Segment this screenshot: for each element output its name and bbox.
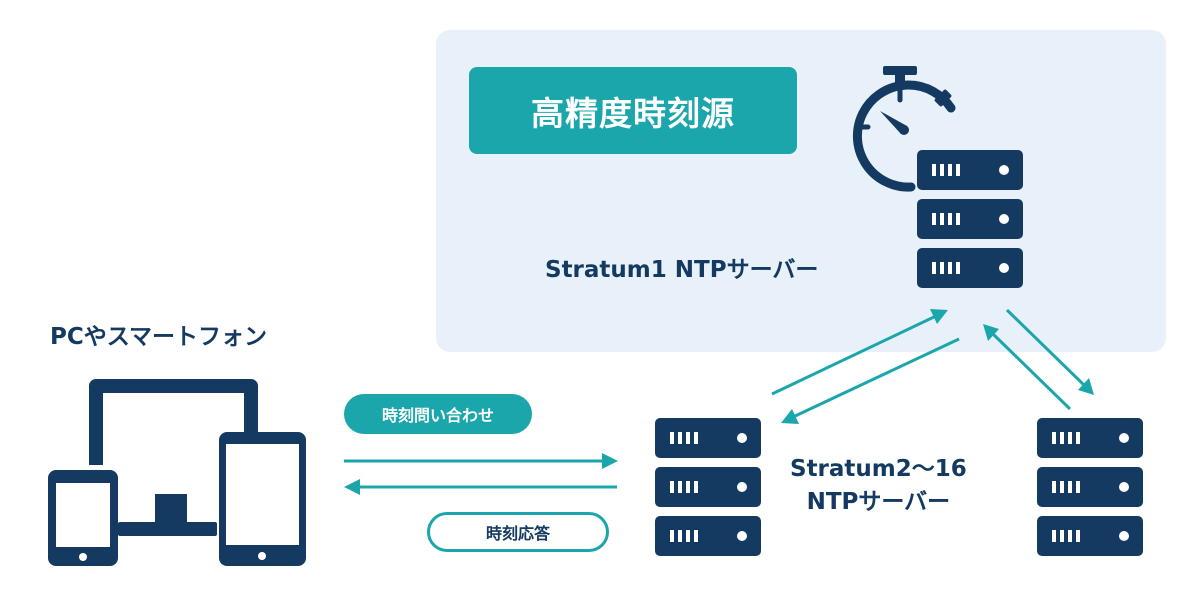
stratum2-label-line2: NTPサーバー <box>806 489 951 515</box>
devices-label: PCやスマートフォン <box>50 324 268 350</box>
server-icon <box>917 150 1023 288</box>
time-response-pill: 時刻応答 <box>427 512 609 552</box>
stopwatch-icon <box>852 66 956 192</box>
tablet-icon <box>219 432 306 566</box>
arrow-icon <box>771 309 960 424</box>
stratum2-label: Stratum2〜16 NTPサーバー <box>790 453 967 519</box>
smartphone-icon <box>48 470 118 566</box>
arrow-icon <box>344 453 618 495</box>
server-icon <box>1037 418 1143 556</box>
time-source-badge: 高精度時刻源 <box>469 67 797 154</box>
time-query-pill: 時刻問い合わせ <box>344 394 532 434</box>
server-icon <box>655 418 761 556</box>
monitor-icon <box>89 379 258 536</box>
stratum1-label: Stratum1 NTPサーバー <box>545 257 819 283</box>
arrow-icon <box>983 308 1094 411</box>
stratum2-label-line1: Stratum2〜16 <box>790 456 967 482</box>
